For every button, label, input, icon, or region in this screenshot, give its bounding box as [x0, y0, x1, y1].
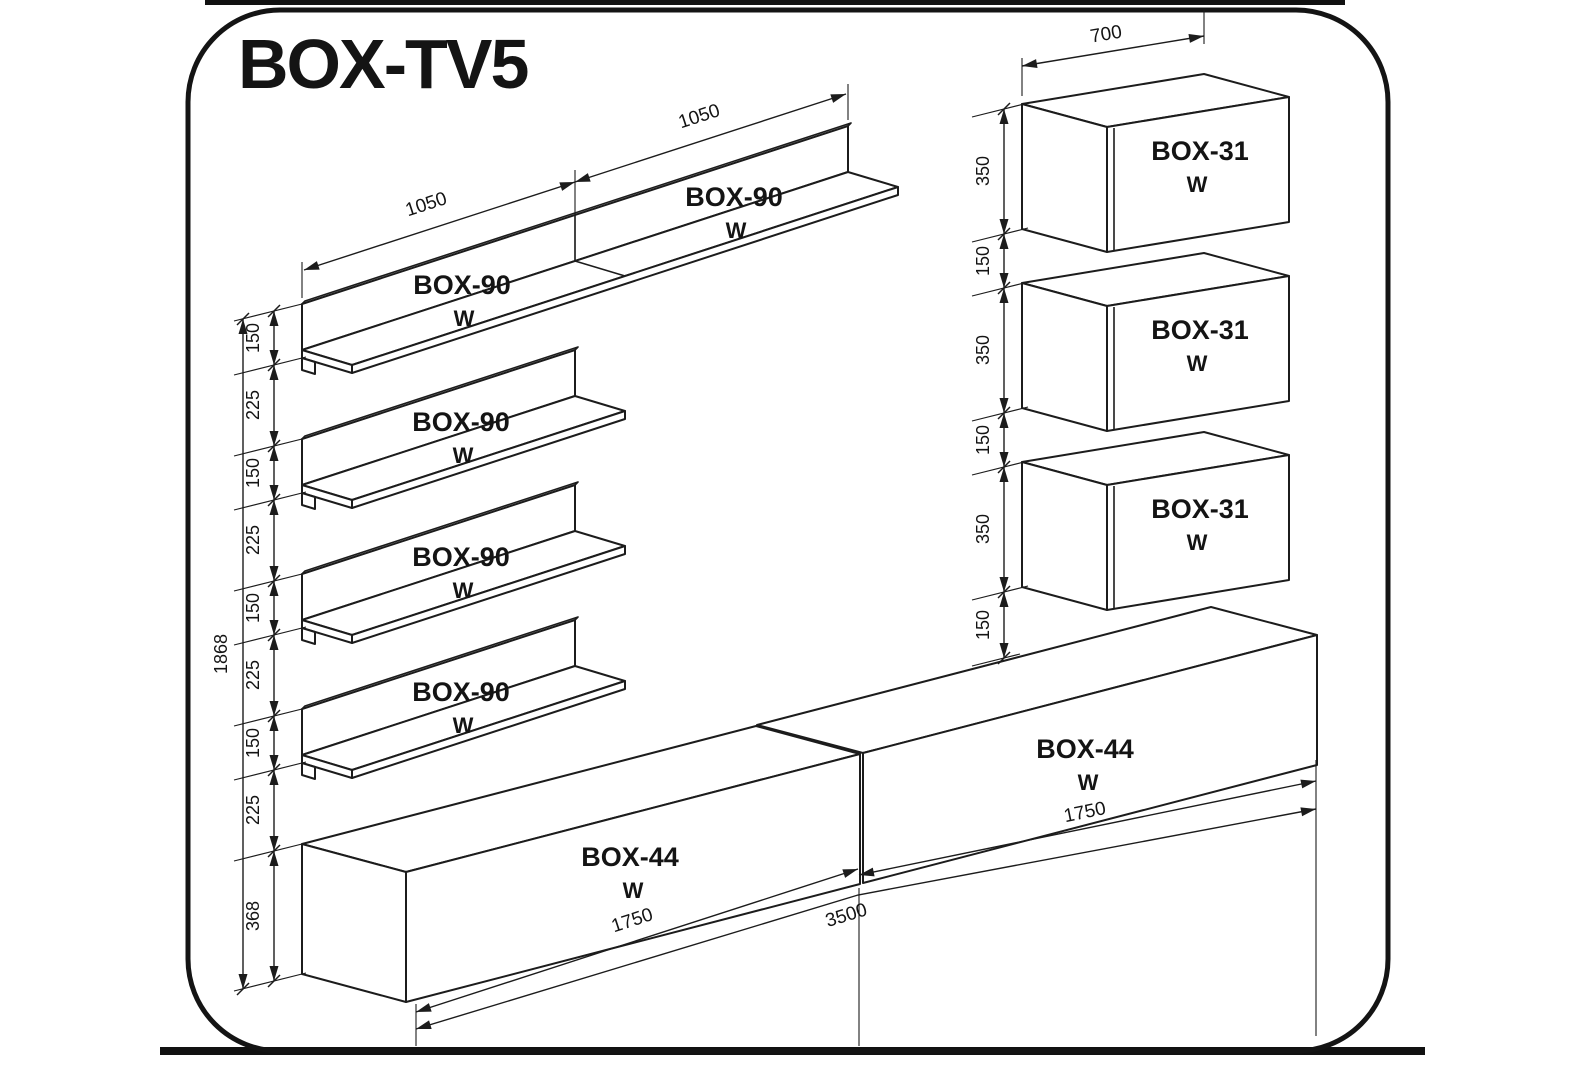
cabinet1-finish: W [1187, 172, 1208, 197]
shelf2-finish: W [453, 578, 474, 603]
shelf-pair-panel-top-edge [301, 122, 852, 305]
stand-right-finish: W [1078, 770, 1099, 795]
shelf-pair-seam-board [574, 260, 626, 277]
shelf-pair-board-end [301, 349, 353, 374]
right-dimension-chain: 350 150 350 150 350 150 [971, 102, 1029, 667]
dim-1050-right: 1050 [676, 100, 723, 133]
dim-seg-225b: 225 [243, 525, 263, 555]
dim-seg-150g: 150 [973, 610, 993, 640]
shelf2-label: BOX-90 [412, 542, 510, 572]
dim-3500-total: 3500 [823, 900, 870, 932]
dim-seg-150e: 150 [973, 246, 993, 276]
dim-seg-350c: 350 [973, 514, 993, 544]
sheet-frame [160, 0, 1425, 1055]
dim-seg-368: 368 [243, 901, 263, 931]
dim-seg-225d: 225 [243, 795, 263, 825]
dim-1050-left: 1050 [403, 188, 450, 221]
shelf-pair: BOX-90 W BOX-90 W [301, 122, 899, 375]
shelf-right-finish: W [726, 218, 747, 243]
left-dimension-chain: 1868 150 225 150 225 150 225 150 225 368 [211, 302, 307, 996]
dim-seg-350a: 350 [973, 156, 993, 186]
stand-left-label: BOX-44 [581, 842, 679, 872]
wall-shelf-2: BOX-90 W [301, 481, 626, 645]
dim-seg-225c: 225 [243, 660, 263, 690]
cabinet2-finish: W [1187, 351, 1208, 376]
shelf-pair-bracket [301, 357, 316, 375]
scan-edge-top [205, 0, 1345, 5]
shelf-left-finish: W [454, 306, 475, 331]
shelf3-label: BOX-90 [412, 677, 510, 707]
cabinet3-label: BOX-31 [1151, 494, 1249, 524]
dim-seg-350b: 350 [973, 335, 993, 365]
cabinet3-finish: W [1187, 530, 1208, 555]
wall-shelf-1: BOX-90 W [301, 346, 626, 510]
dim-seg-150b: 150 [243, 458, 263, 488]
shelf3-finish: W [453, 713, 474, 738]
dim-700: 700 [1089, 22, 1124, 48]
dim-1868-total: 1868 [211, 634, 231, 674]
dim-seg-150f: 150 [973, 425, 993, 455]
wall-shelf-3: BOX-90 W [301, 616, 626, 780]
stand-right-label: BOX-44 [1036, 734, 1134, 764]
stand-left-finish: W [623, 878, 644, 903]
dim-seg-225a: 225 [243, 390, 263, 420]
page-title: BOX-TV5 [238, 25, 527, 103]
shelf1-label: BOX-90 [412, 407, 510, 437]
dim-seg-150c: 150 [243, 593, 263, 623]
cabinet-3: BOX-31 W [1021, 431, 1290, 611]
cabinet-1: BOX-31 W [1021, 73, 1290, 253]
shelf-left-label: BOX-90 [413, 270, 511, 300]
dim-cabinet-width: 700 [1021, 10, 1205, 96]
shelf-right-label: BOX-90 [685, 182, 783, 212]
shelf1-finish: W [453, 443, 474, 468]
dim-seg-150a: 150 [243, 323, 263, 353]
cabinet2-label: BOX-31 [1151, 315, 1249, 345]
dim-seg-150d: 150 [243, 728, 263, 758]
cabinet1-label: BOX-31 [1151, 136, 1249, 166]
cabinet-2: BOX-31 W [1021, 252, 1290, 432]
drawing-border [185, 7, 1391, 1054]
